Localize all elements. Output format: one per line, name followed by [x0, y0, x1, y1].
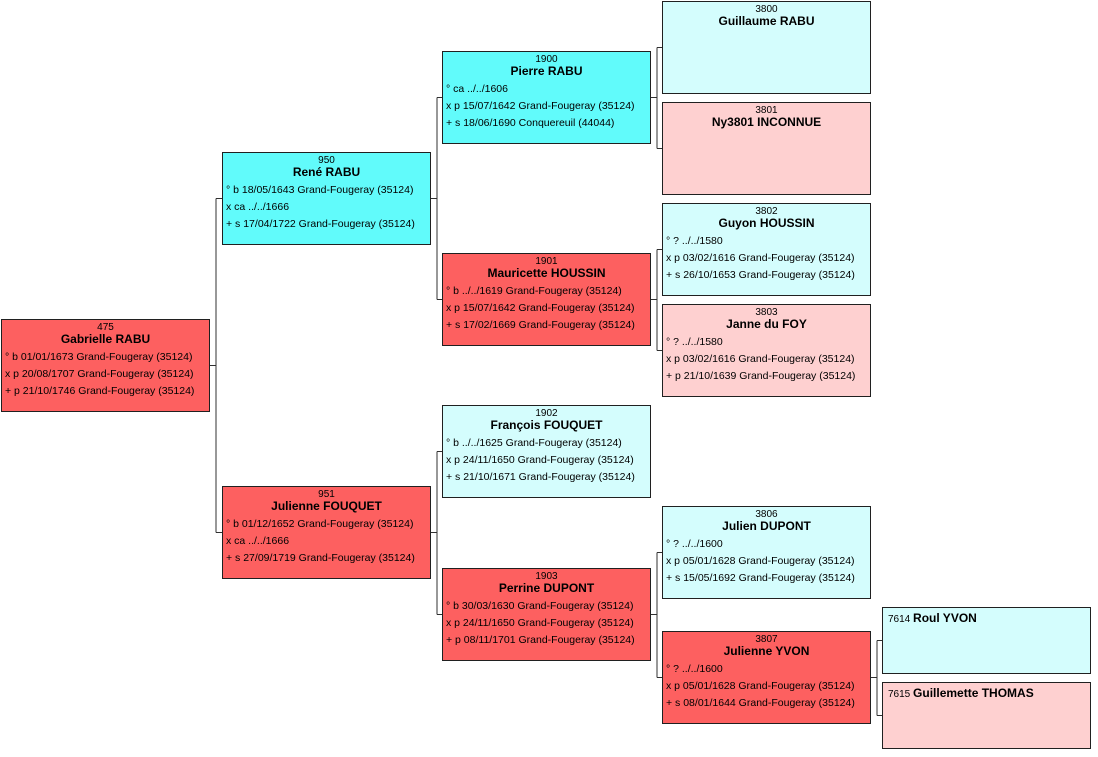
person-header: 7615 Guillemette THOMAS — [883, 683, 1090, 701]
event-marriage: x p 05/01/1628 Grand-Fougeray (35124) — [666, 680, 855, 692]
event-death: + s 27/09/1719 Grand-Fougeray (35124) — [226, 552, 415, 564]
event-death: + s 17/02/1669 Grand-Fougeray (35124) — [446, 319, 635, 331]
event-death: + p 21/10/1639 Grand-Fougeray (35124) — [666, 370, 856, 382]
person-box-7615[interactable]: 7615 Guillemette THOMAS — [882, 682, 1091, 749]
person-header: 7614 Roul YVON — [883, 608, 1090, 626]
person-name: Guillaume RABU — [718, 14, 815, 28]
person-name: Pierre RABU — [510, 64, 583, 78]
person-box-7614[interactable]: 7614 Roul YVON — [882, 607, 1091, 674]
event-marriage: x p 03/02/1616 Grand-Fougeray (35124) — [666, 353, 855, 365]
event-birth: ° ca ../../1606 — [446, 83, 508, 95]
event-marriage: x ca ../../1666 — [226, 201, 290, 213]
person-number: 3807 — [755, 634, 778, 645]
person-name: François FOUQUET — [490, 418, 603, 432]
person-number: 475 — [97, 322, 114, 333]
event-death: + s 15/05/1692 Grand-Fougeray (35124) — [666, 572, 855, 584]
person-name: Janne du FOY — [726, 317, 807, 331]
event-death: + s 26/10/1653 Grand-Fougeray (35124) — [666, 269, 855, 281]
event-birth: ° ? ../../1580 — [666, 235, 723, 247]
person-number: 1900 — [535, 54, 558, 65]
event-marriage: x p 15/07/1642 Grand-Fougeray (35124) — [446, 302, 635, 314]
event-marriage: x p 03/02/1616 Grand-Fougeray (35124) — [666, 252, 855, 264]
event-birth: ° b 01/01/1673 Grand-Fougeray (35124) — [5, 351, 193, 363]
person-name: Julienne YVON — [723, 644, 810, 658]
event-birth: ° ? ../../1600 — [666, 538, 723, 550]
event-birth: ° b 30/03/1630 Grand-Fougeray (35124) — [446, 600, 634, 612]
event-marriage: x p 24/11/1650 Grand-Fougeray (35124) — [446, 617, 634, 629]
event-birth: ° b 01/12/1652 Grand-Fougeray (35124) — [226, 518, 414, 530]
person-name: Mauricette HOUSSIN — [487, 266, 606, 280]
person-name: Julienne FOUQUET — [271, 499, 382, 513]
person-number: 3801 — [755, 105, 778, 116]
event-death: + s 21/10/1671 Grand-Fougeray (35124) — [446, 471, 635, 483]
person-name: Gabrielle RABU — [60, 332, 151, 346]
event-birth: ° b ../../1625 Grand-Fougeray (35124) — [446, 437, 622, 449]
event-birth: ° ? ../../1600 — [666, 663, 723, 675]
person-number: 3802 — [755, 206, 778, 217]
person-number: 7614 — [888, 614, 911, 625]
person-number: 3806 — [755, 509, 778, 520]
person-name: Julien DUPONT — [722, 519, 811, 533]
person-number: 1901 — [535, 256, 558, 267]
person-name: Roul YVON — [913, 611, 977, 625]
person-number: 1902 — [535, 408, 558, 419]
event-birth: ° b ../../1619 Grand-Fougeray (35124) — [446, 285, 622, 297]
event-marriage: x ca ../../1666 — [226, 535, 290, 547]
person-name: Guyon HOUSSIN — [718, 216, 815, 230]
person-number: 951 — [318, 489, 335, 500]
person-name: Ny3801 INCONNUE — [711, 115, 822, 129]
event-death: + s 08/01/1644 Grand-Fougeray (35124) — [666, 697, 855, 709]
person-number: 3803 — [755, 307, 778, 318]
event-birth: ° ? ../../1580 — [666, 336, 723, 348]
person-number: 950 — [318, 155, 335, 166]
event-death: + p 21/10/1746 Grand-Fougeray (35124) — [5, 385, 195, 397]
event-marriage: x p 24/11/1650 Grand-Fougeray (35124) — [446, 454, 634, 466]
person-name: Perrine DUPONT — [498, 581, 595, 595]
person-number: 1903 — [535, 571, 558, 582]
person-number: 7615 — [888, 689, 911, 700]
event-marriage: x p 15/07/1642 Grand-Fougeray (35124) — [446, 100, 635, 112]
event-death: + p 08/11/1701 Grand-Fougeray (35124) — [446, 634, 635, 646]
event-marriage: x p 05/01/1628 Grand-Fougeray (35124) — [666, 555, 855, 567]
event-death: + s 17/04/1722 Grand-Fougeray (35124) — [226, 218, 415, 230]
person-number: 3800 — [755, 4, 778, 15]
event-marriage: x p 20/08/1707 Grand-Fougeray (35124) — [5, 368, 194, 380]
person-name: Guillemette THOMAS — [913, 686, 1034, 700]
event-death: + s 18/06/1690 Conquereuil (44044) — [446, 117, 615, 129]
person-name: René RABU — [292, 165, 361, 179]
event-birth: ° b 18/05/1643 Grand-Fougeray (35124) — [226, 184, 414, 196]
